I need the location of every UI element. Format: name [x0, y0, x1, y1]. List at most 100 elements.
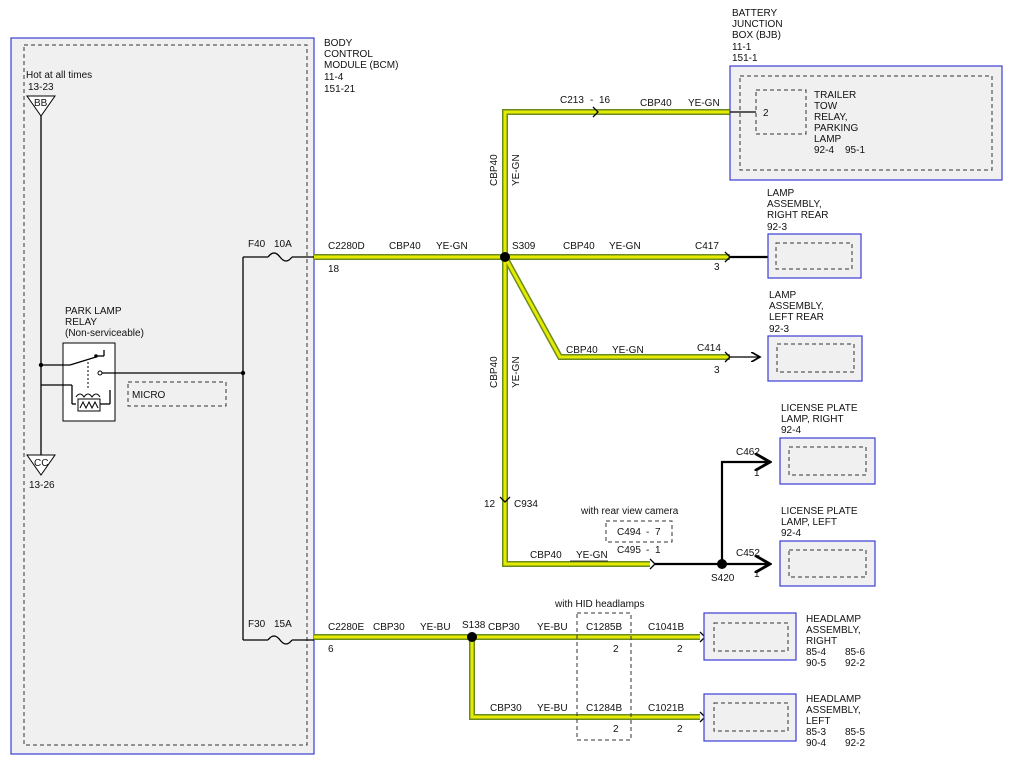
c494-dash: - — [646, 527, 649, 538]
trailer-pin: 2 — [763, 108, 769, 119]
bcm-inner-box — [23, 44, 308, 746]
hl-r-inner — [713, 622, 789, 652]
c2280e-label: C2280E — [328, 622, 364, 633]
trailer-label-3: RELAY, — [814, 112, 848, 123]
wire-circuit-10: CBP30 — [490, 703, 522, 714]
hl-r-ref-3: 90-5 — [806, 658, 826, 669]
trailer-label-1: TRAILER — [814, 90, 856, 101]
wire-circuit-3: CBP40 — [640, 98, 672, 109]
lamp-lr-label-1: LAMP — [769, 290, 797, 301]
hl-r-box — [703, 612, 797, 661]
hl-r-label-2: ASSEMBLY, — [806, 625, 861, 636]
c462-pin: 1 — [754, 468, 760, 479]
c1284b-label: C1284B — [586, 703, 622, 714]
rear-camera-box — [605, 520, 673, 543]
bjb-box — [729, 65, 1003, 181]
wire-color-1: YE-GN — [436, 241, 468, 252]
wire-circuit-8: CBP30 — [373, 622, 405, 633]
cbp30-wires — [314, 634, 700, 720]
wire-color-10: YE-BU — [537, 703, 568, 714]
lpl-l-label-2: LAMP, LEFT — [781, 517, 837, 528]
splice-s138 — [467, 632, 477, 642]
cc-ref: 13-26 — [29, 480, 55, 491]
c495-dash: - — [646, 545, 649, 556]
s309-label: S309 — [512, 241, 536, 252]
bjb-label-1: BATTERY — [732, 8, 778, 19]
bb-pin: BB — [34, 98, 48, 109]
trailer-label-5: LAMP — [814, 134, 842, 145]
hl-r-ref-1: 85-4 — [806, 647, 826, 658]
lpl-l-ref: 92-4 — [781, 528, 801, 539]
lamp-rr-label-3: RIGHT REAR — [767, 210, 829, 221]
lpl-l-box — [779, 540, 876, 587]
micro-label: MICRO — [132, 390, 166, 401]
cbp40-wires — [314, 109, 730, 567]
bjb-label-2: JUNCTION — [732, 19, 783, 30]
c934-label: C934 — [514, 499, 538, 510]
wire-color-8: YE-BU — [420, 622, 451, 633]
c1041b-pin: 2 — [677, 644, 683, 655]
wire-circuit-2: CBP40 — [563, 241, 595, 252]
bcm-label-1: BODY — [324, 38, 353, 49]
fuse-f40-label: F40 — [248, 239, 266, 250]
c1021b-pin: 2 — [677, 724, 683, 735]
c494-label: C494 — [617, 527, 641, 538]
c417-pin: 3 — [714, 262, 720, 273]
c1285b-pin: 2 — [613, 644, 619, 655]
lpl-r-ref: 92-4 — [781, 425, 801, 436]
hl-l-ref-4: 92-2 — [845, 738, 865, 749]
wire-color-4: YE-GN — [511, 154, 522, 186]
trailer-label-2: TOW — [814, 101, 838, 112]
wire-color-5: YE-GN — [511, 356, 522, 388]
hid-note: with HID headlamps — [554, 599, 644, 610]
c414-pin: 3 — [714, 365, 720, 376]
relay-label-3: (Non-serviceable) — [65, 328, 144, 339]
c417-label: C417 — [695, 241, 719, 252]
wire-circuit-9: CBP30 — [488, 622, 520, 633]
cc-pin: CC — [34, 458, 48, 469]
bcm-label-3: MODULE (BCM) — [324, 60, 398, 71]
wire-color-2: YE-GN — [609, 241, 641, 252]
c934-pin: 12 — [484, 499, 496, 510]
bcm-box — [10, 37, 315, 755]
lpl-r-label-1: LICENSE PLATE — [781, 403, 858, 414]
hl-r-label-1: HEADLAMP — [806, 614, 861, 625]
fuse-f40-icon — [267, 252, 293, 262]
c1284b-pin: 2 — [613, 724, 619, 735]
bcm-label-2: CONTROL — [324, 49, 373, 60]
relay-label-1: PARK LAMP — [65, 306, 122, 317]
c213-dash: - — [590, 95, 593, 106]
hl-l-label-2: ASSEMBLY, — [806, 705, 861, 716]
c495-label: C495 — [617, 545, 641, 556]
rear-camera-note: with rear view camera — [580, 506, 679, 517]
lpl-l-inner — [788, 549, 867, 578]
trailer-label-4: PARKING — [814, 123, 858, 134]
hl-l-ref-1: 85-3 — [806, 727, 826, 738]
hl-l-label-3: LEFT — [806, 716, 830, 727]
lamp-lr-label-3: LEFT REAR — [769, 312, 824, 323]
hl-l-ref-3: 90-4 — [806, 738, 826, 749]
c2280e-pin: 6 — [328, 644, 334, 655]
lamp-lr-label-2: ASSEMBLY, — [769, 301, 824, 312]
lamp-lr-box — [767, 335, 863, 382]
hl-l-inner — [713, 702, 789, 732]
trailer-ref-2: 95-1 — [845, 145, 865, 156]
c452-label: C452 — [736, 548, 760, 559]
wire-circuit-7: CBP40 — [530, 550, 562, 561]
relay-label-2: RELAY — [65, 317, 97, 328]
fuse-f30-icon — [267, 635, 293, 645]
c414-label: C414 — [697, 343, 721, 354]
cc-connector-icon — [26, 454, 56, 476]
c1041b-label: C1041B — [648, 622, 684, 633]
bcm-ref-1: 11-4 — [324, 72, 344, 83]
splice-s309 — [500, 252, 510, 262]
fuse-f30-label: F30 — [248, 619, 266, 630]
micro-box — [127, 381, 227, 407]
hl-l-label-1: HEADLAMP — [806, 694, 861, 705]
lamp-rr-box — [767, 233, 862, 279]
wire-color-7: YE-GN — [576, 550, 608, 561]
c462-label: C462 — [736, 447, 760, 458]
trailer-relay-box — [755, 89, 807, 135]
c494-pin: 7 — [655, 527, 661, 538]
hl-r-label-3: RIGHT — [806, 636, 837, 647]
